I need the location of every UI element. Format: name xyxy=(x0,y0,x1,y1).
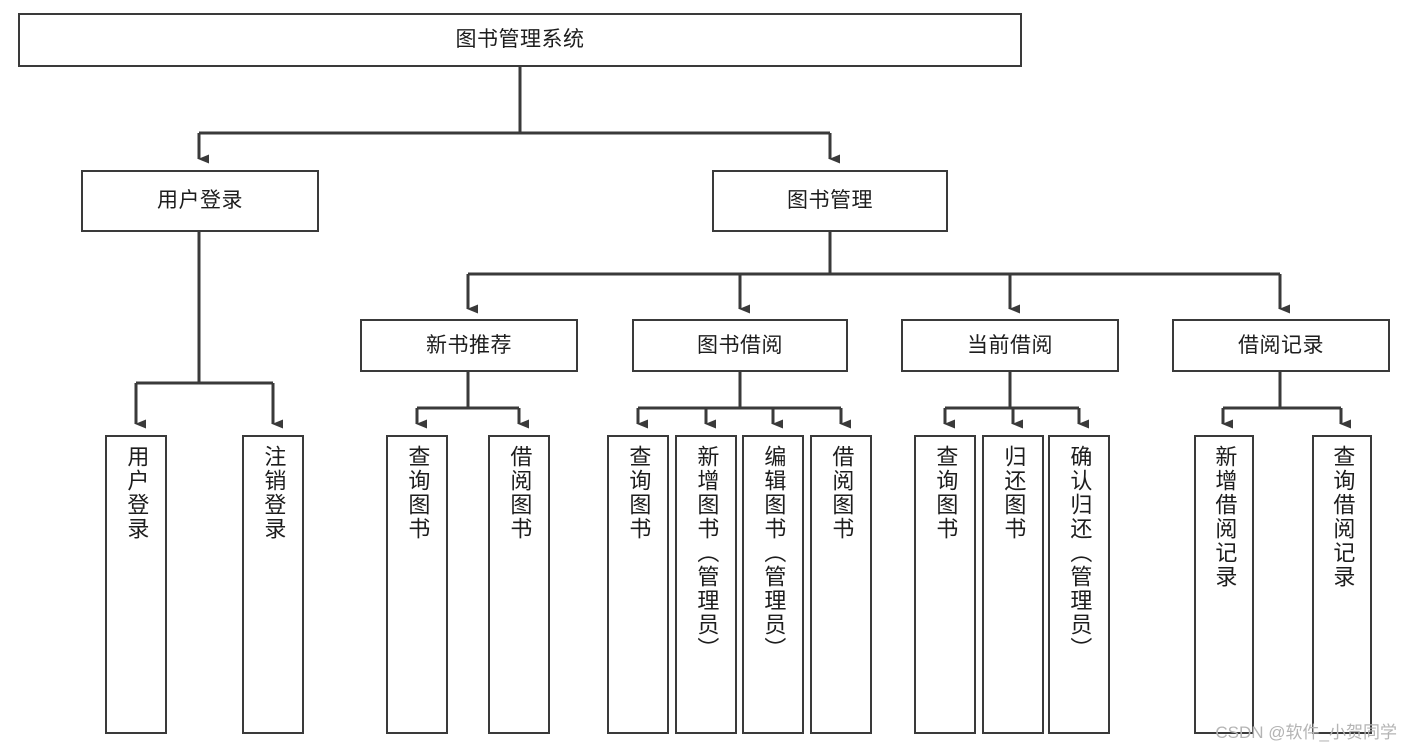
node-leaf-borrow-book-2-label: 借阅图书 xyxy=(829,445,855,541)
node-current-borrow-label: 当前借阅 xyxy=(967,333,1053,357)
node-borrow-record-label: 借阅记录 xyxy=(1238,333,1324,357)
node-leaf-query-borrow-record-label: 查询借阅记录 xyxy=(1330,445,1356,589)
node-leaf-query-book-1[interactable]: 查询图书 xyxy=(386,435,448,734)
node-leaf-query-book-2-label: 查询图书 xyxy=(626,445,652,541)
node-leaf-add-borrow-record-label: 新增借阅记录 xyxy=(1212,445,1238,589)
node-leaf-add-book[interactable]: 新增图书（管理员） xyxy=(675,435,737,734)
node-book-borrow-label: 图书借阅 xyxy=(697,333,783,357)
node-book-management-label: 图书管理 xyxy=(787,189,873,213)
node-leaf-confirm-return-label: 确认归还（管理员） xyxy=(1067,445,1093,661)
node-leaf-query-book-3[interactable]: 查询图书 xyxy=(914,435,976,734)
node-borrow-record[interactable]: 借阅记录 xyxy=(1172,319,1390,372)
node-leaf-borrow-book-2[interactable]: 借阅图书 xyxy=(810,435,872,734)
node-leaf-return-book[interactable]: 归还图书 xyxy=(982,435,1044,734)
node-leaf-query-borrow-record[interactable]: 查询借阅记录 xyxy=(1312,435,1372,734)
node-new-book-recommend-label: 新书推荐 xyxy=(426,333,512,357)
node-root[interactable]: 图书管理系统 xyxy=(18,13,1022,67)
node-leaf-edit-book[interactable]: 编辑图书（管理员） xyxy=(742,435,804,734)
node-leaf-borrow-book-1[interactable]: 借阅图书 xyxy=(488,435,550,734)
node-root-label: 图书管理系统 xyxy=(455,28,585,52)
node-book-borrow[interactable]: 图书借阅 xyxy=(632,319,848,372)
node-book-management[interactable]: 图书管理 xyxy=(712,170,948,232)
node-leaf-logout[interactable]: 注销登录 xyxy=(242,435,304,734)
node-leaf-query-book-1-label: 查询图书 xyxy=(405,445,431,541)
node-leaf-confirm-return[interactable]: 确认归还（管理员） xyxy=(1048,435,1110,734)
node-leaf-edit-book-label: 编辑图书（管理员） xyxy=(761,445,787,661)
node-leaf-borrow-book-1-label: 借阅图书 xyxy=(507,445,533,541)
node-user-login-label: 用户登录 xyxy=(157,189,243,213)
csdn-watermark: CSDN @软件_小贺同学 xyxy=(1215,723,1397,742)
node-leaf-query-book-3-label: 查询图书 xyxy=(933,445,959,541)
node-leaf-user-login-label: 用户登录 xyxy=(124,445,150,541)
node-current-borrow[interactable]: 当前借阅 xyxy=(901,319,1119,372)
node-new-book-recommend[interactable]: 新书推荐 xyxy=(360,319,578,372)
node-leaf-query-book-2[interactable]: 查询图书 xyxy=(607,435,669,734)
node-leaf-return-book-label: 归还图书 xyxy=(1001,445,1027,541)
node-leaf-add-borrow-record[interactable]: 新增借阅记录 xyxy=(1194,435,1254,734)
node-leaf-user-login[interactable]: 用户登录 xyxy=(105,435,167,734)
node-leaf-logout-label: 注销登录 xyxy=(261,445,287,541)
node-leaf-add-book-label: 新增图书（管理员） xyxy=(694,445,720,661)
node-user-login[interactable]: 用户登录 xyxy=(81,170,319,232)
